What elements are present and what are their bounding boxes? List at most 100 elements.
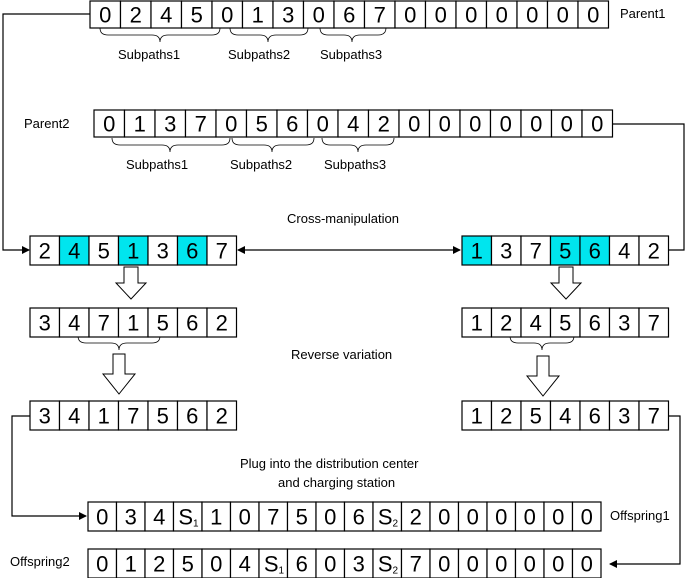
parent2-cell-value: 0 (530, 112, 542, 137)
parent2-cell-value: 7 (195, 112, 207, 137)
right-cross-cell-value: 1 (471, 239, 483, 264)
offspring2-cell-value: 7 (410, 552, 422, 577)
offspring1-cell-value: 0 (467, 505, 479, 530)
parent2-cell-value: 0 (469, 112, 481, 137)
offspring2-cell-subscript: 1 (278, 566, 284, 577)
right-rev-cell-value: 5 (530, 404, 542, 429)
offspring1-cell-box (258, 501, 289, 532)
offspring2-cell-value: 5 (182, 552, 194, 577)
plug-label-line2: and charging station (278, 475, 395, 490)
offspring2-cell-box (486, 548, 517, 578)
right-cross-cell-box (461, 235, 493, 266)
offspring2-cell-box (343, 548, 374, 578)
offspring2-cell-value: S (264, 552, 279, 577)
left-cross-cell-box (58, 235, 90, 266)
right-mid-cell-value: 6 (589, 311, 601, 336)
offspring2-cell-value: 3 (353, 552, 365, 577)
offspring1-cell-value: 2 (410, 505, 422, 530)
right-mid-cell-box (579, 307, 611, 338)
left-mid-cell-value: 7 (98, 311, 110, 336)
offspring2-cell-value: 0 (210, 552, 222, 577)
offspring2-cell-box (144, 548, 175, 578)
right-down-arrow-1 (549, 266, 583, 300)
offspring1-cell-value: 3 (125, 505, 137, 530)
parent2-cell-value: 0 (408, 112, 420, 137)
parent1-cell-value: 0 (435, 3, 447, 28)
parent2-cell-value: 0 (500, 112, 512, 137)
left-cross-cell-box (29, 235, 61, 266)
offspring1-cell-value: 6 (353, 505, 365, 530)
parent1-cell-value: 4 (160, 3, 172, 28)
left-cross-cell-value: 2 (39, 239, 51, 264)
mid-brackets (77, 335, 575, 351)
left-mid-cell-box (176, 307, 208, 338)
offspring1-cell-value: 0 (524, 505, 536, 530)
offspring2-cell-value: 0 (96, 552, 108, 577)
left-mid-cell-box (206, 307, 238, 338)
right-rev-cell-box (608, 400, 640, 431)
offspring2-cell-value: 2 (153, 552, 165, 577)
right-mid-cell-box (461, 307, 493, 338)
parent2-cell-value: 0 (225, 112, 237, 137)
left-mid-cell-box (88, 307, 120, 338)
offspring2-cell-box (172, 548, 203, 578)
parent2-cell-box (123, 109, 156, 138)
offspring1-cell-value: 0 (495, 505, 507, 530)
right-cross-cell-value: 6 (589, 239, 601, 264)
left-mid-cell-box (117, 307, 149, 338)
left-mid-cell-box (58, 307, 90, 338)
parent2-cell-value: 4 (347, 112, 359, 137)
right-cross-cell-box (638, 235, 670, 266)
left-to-offspring1-arrow (11, 415, 87, 520)
offspring1-cell-value: 5 (296, 505, 308, 530)
parent2-cell-value: 0 (561, 112, 573, 137)
parent2-to-right-arrow (608, 123, 685, 254)
parent2-cell-box (428, 109, 461, 138)
parent1-cell-value: 0 (99, 3, 111, 28)
right-rev-cell-value: 4 (559, 404, 571, 429)
parent1-cell-box (333, 0, 366, 29)
p2-subpath-label-3: Subpaths3 (324, 157, 386, 172)
right-cross-cell-value: 4 (618, 239, 630, 264)
left-cross-cell-box (147, 235, 179, 266)
left-rev-cell-value: 2 (216, 404, 228, 429)
right-mid-cell-value: 4 (530, 311, 542, 336)
right-cross-cell-value: 5 (559, 239, 571, 264)
reverse-variation-label: Reverse variation (291, 347, 392, 362)
parent1-cell-value: 3 (282, 3, 294, 28)
right-to-offspring2-arrow (609, 415, 681, 568)
offspring2-cell-value: 0 (438, 552, 450, 577)
left-rev-cell-value: 7 (127, 404, 139, 429)
plug-label-line1: Plug into the distribution center (240, 456, 419, 471)
p2-subpath-label-1: Subpaths1 (126, 157, 188, 172)
parent1-cell-value: 6 (343, 3, 355, 28)
parent2-cell-box (520, 109, 553, 138)
offspring2-cell-value: 0 (324, 552, 336, 577)
offspring1-cell-value: 0 (96, 505, 108, 530)
parent1-cell-value: 0 (526, 3, 538, 28)
left-cross-cell-box (206, 235, 238, 266)
right-cross-cell-value: 3 (500, 239, 512, 264)
offspring2-cell-box (514, 548, 545, 578)
left-mid-cell-value: 5 (157, 311, 169, 336)
p2-subpath-brackets (111, 137, 395, 153)
offspring2-cell-box (400, 548, 431, 578)
p2-subpath-label-2: Subpaths2 (230, 157, 292, 172)
parent1-cell-value: 0 (496, 3, 508, 28)
offspring2-cell-box (87, 548, 118, 578)
left-cross-cell-value: 6 (186, 239, 198, 264)
offspring2-cell-value: 0 (581, 552, 593, 577)
right-rev-cell-box (461, 400, 493, 431)
offspring2-cell-box (429, 548, 460, 578)
right-rev-cell-value: 3 (618, 404, 630, 429)
left-mid-cell-box (29, 307, 61, 338)
left-rev-cell-value: 6 (186, 404, 198, 429)
parent1-cell-box (363, 0, 396, 29)
offspring1-cell-value: 0 (438, 505, 450, 530)
right-cross-cell-value: 2 (648, 239, 660, 264)
cross-manipulation-label: Cross-manipulation (287, 211, 399, 226)
offspring1-cell-box (229, 501, 260, 532)
